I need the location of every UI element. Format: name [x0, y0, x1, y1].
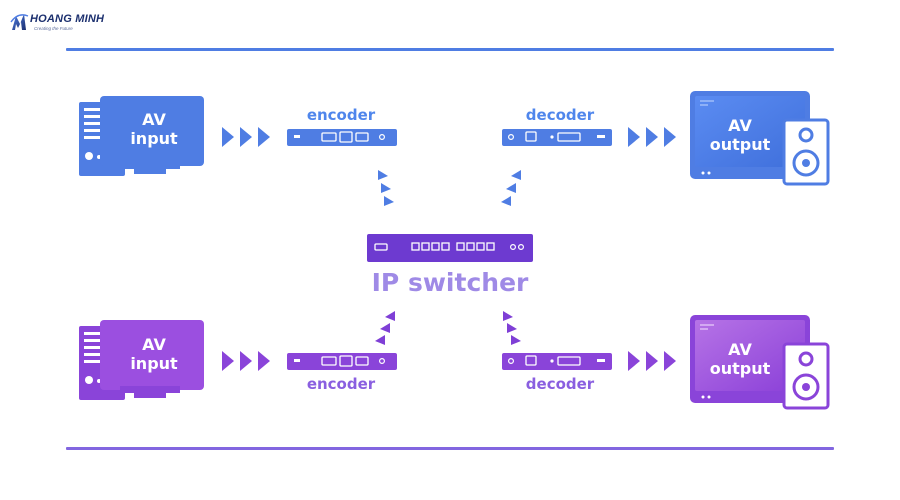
bottom-av-output-line1: AV [728, 340, 752, 359]
top-speaker-icon [782, 118, 830, 186]
top-divider [66, 48, 834, 51]
top-av-input-label: AV input [114, 110, 194, 148]
ip-switcher-device-icon [367, 234, 533, 262]
bottom-av-input-line1: AV [142, 335, 166, 354]
top-av-input-line1: AV [142, 110, 166, 129]
top-av-input-computer-icon [79, 96, 204, 176]
bottom-av-output-monitor-icon [690, 315, 810, 403]
bottom-av-output-label: AV output [700, 340, 780, 378]
top-output-arrows-icon [628, 127, 676, 147]
top-av-output-line1: AV [728, 116, 752, 135]
bottom-encoder-device-icon [287, 353, 397, 370]
encoder-to-switch-arrows-icon [378, 170, 394, 206]
switch-to-decoder-arrows-icon [501, 170, 521, 206]
brand-tagline: Creating the Future [34, 26, 73, 31]
top-av-input-line2: input [130, 129, 178, 148]
bottom-av-input-label: AV input [114, 335, 194, 373]
bottom-encoder-label: encoder [306, 375, 376, 393]
top-av-output-monitor-icon [690, 91, 810, 179]
top-decoder-device-icon [502, 129, 612, 146]
top-input-arrows-icon [222, 127, 270, 147]
encoder-bottom-to-switch-arrows-icon [375, 311, 395, 345]
bottom-decoder-device-icon [502, 353, 612, 370]
top-av-output-label: AV output [700, 116, 780, 154]
top-encoder-device-icon [287, 129, 397, 146]
ip-switcher-label: IP switcher [371, 268, 529, 297]
brand-name: HOANG MINH [30, 13, 105, 25]
bottom-av-input-line2: input [130, 354, 178, 373]
bottom-divider [66, 447, 834, 450]
bottom-av-input-computer-icon [79, 320, 204, 400]
bottom-input-arrows-icon [222, 351, 270, 371]
top-encoder-label: encoder [306, 106, 376, 124]
bottom-speaker-icon [782, 342, 830, 410]
brand-logo-icon [10, 14, 29, 30]
top-av-output-line2: output [709, 135, 771, 154]
bottom-av-output-line2: output [709, 359, 771, 378]
switch-to-decoder-bottom-arrows-icon [503, 311, 521, 345]
top-decoder-label: decoder [525, 106, 595, 124]
bottom-decoder-label: decoder [525, 375, 595, 393]
bottom-output-arrows-icon [628, 351, 676, 371]
